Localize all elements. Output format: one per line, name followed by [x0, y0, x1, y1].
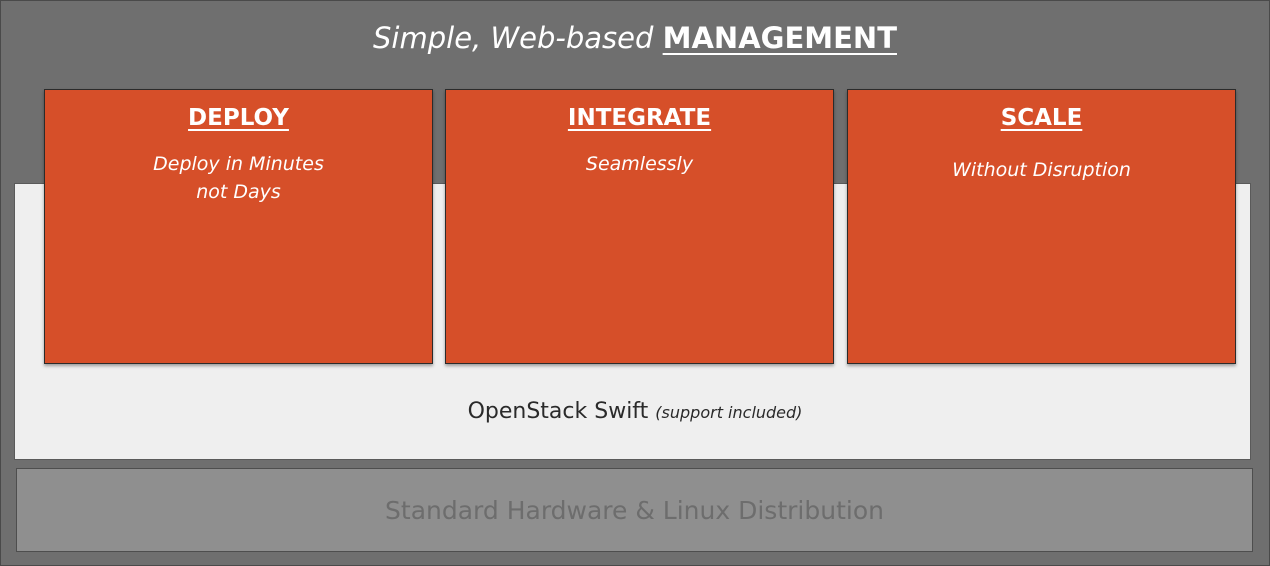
management-heading: Simple, Web-based MANAGEMENT [0, 16, 1270, 60]
hardware-layer-label: Standard Hardware & Linux Distribution [385, 495, 884, 525]
scale-card: SCALE Without Disruption [847, 89, 1236, 364]
scale-card-title: SCALE [1000, 105, 1083, 131]
openstack-swift-label: OpenStack Swift (support included) [0, 392, 1270, 433]
hardware-layer: Standard Hardware & Linux Distribution [16, 468, 1253, 552]
management-heading-strong: MANAGEMENT [662, 21, 897, 55]
integrate-card: INTEGRATE Seamlessly [445, 89, 834, 364]
deploy-card: DEPLOY Deploy in Minutes not Days [44, 89, 433, 364]
deploy-card-subtitle: Deploy in Minutes not Days [153, 153, 324, 203]
openstack-swift-note: (support included) [655, 403, 803, 422]
openstack-swift-name: OpenStack Swift [467, 399, 649, 424]
management-heading-lead: Simple, Web-based [373, 21, 654, 55]
deploy-card-title: DEPLOY [188, 105, 289, 131]
integrate-card-subtitle: Seamlessly [585, 153, 694, 175]
integrate-card-title: INTEGRATE [567, 105, 712, 131]
scale-card-subtitle: Without Disruption [952, 159, 1131, 181]
